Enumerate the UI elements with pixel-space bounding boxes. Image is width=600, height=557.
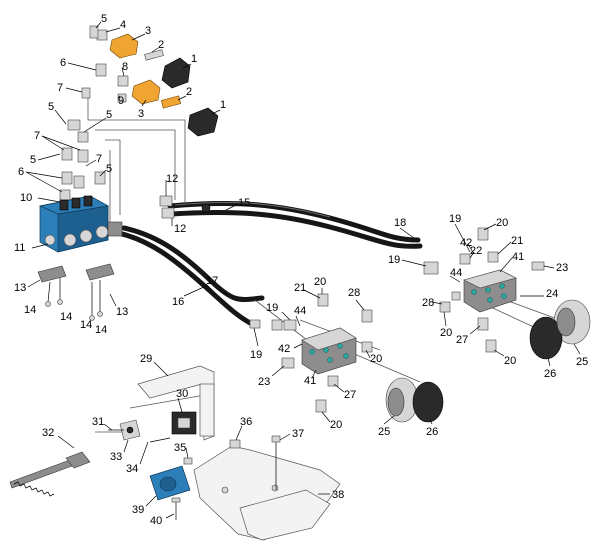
accumulators-right <box>529 299 591 360</box>
callout-35: 35 <box>174 442 186 454</box>
callout-19d: 19 <box>250 349 262 361</box>
pedal-arm-32 <box>9 451 91 497</box>
callout-37: 37 <box>292 428 304 440</box>
clamp-30 <box>171 411 197 435</box>
callout-15: 15 <box>238 197 250 209</box>
callout-16: 16 <box>172 296 184 308</box>
callout-33: 33 <box>110 451 122 463</box>
bracket-29 <box>137 365 215 441</box>
fittings-right-manifold <box>423 227 545 353</box>
callout-39: 39 <box>132 504 144 516</box>
callout-26b: 26 <box>426 426 438 438</box>
callout-13a: 13 <box>14 282 26 294</box>
callout-7c: 7 <box>96 153 102 165</box>
callout-24: 24 <box>546 288 558 300</box>
callout-14c: 14 <box>80 319 92 331</box>
callouts: 1 1 2 2 3 3 4 5 5 5 5 5 6 6 7 <box>14 13 588 527</box>
callout-6b: 6 <box>18 166 24 178</box>
clamp-33 <box>119 419 141 441</box>
manifold-block-left <box>301 327 357 375</box>
callout-20f: 20 <box>504 355 516 367</box>
callout-3b: 3 <box>138 108 144 120</box>
callout-26a: 26 <box>544 368 556 380</box>
callout-27b: 27 <box>344 389 356 401</box>
callout-28b: 28 <box>348 287 360 299</box>
clamp-39 <box>149 465 191 501</box>
callout-20d: 20 <box>330 419 342 431</box>
callout-4: 4 <box>120 19 126 31</box>
callout-7b: 7 <box>34 130 40 142</box>
hose-16-17 <box>115 225 265 327</box>
fittings-left-manifold <box>249 293 373 413</box>
callout-5d: 5 <box>30 154 36 166</box>
callout-6a: 6 <box>60 57 66 69</box>
callout-32: 32 <box>42 427 54 439</box>
callout-19a: 19 <box>449 213 461 225</box>
callout-12a: 12 <box>166 173 178 185</box>
callout-20e: 20 <box>440 327 452 339</box>
callout-2b: 2 <box>186 86 192 98</box>
callout-11: 11 <box>14 242 25 254</box>
base-plate-38 <box>193 445 341 541</box>
callout-42b: 42 <box>278 343 290 355</box>
callout-27a: 27 <box>456 334 468 346</box>
callout-40: 40 <box>150 515 162 527</box>
callout-20b: 20 <box>314 276 326 288</box>
callout-21b: 21 <box>294 282 306 294</box>
callout-28a: 28 <box>422 297 434 309</box>
callout-21a: 21 <box>511 235 523 247</box>
mounting-feet-13 <box>37 263 115 321</box>
callout-14b: 14 <box>60 311 72 323</box>
callout-17: 17 <box>206 275 218 287</box>
fittings-upper-left <box>59 63 107 201</box>
manifold-block-right <box>463 269 517 313</box>
callout-5b: 5 <box>48 101 54 113</box>
callout-10: 10 <box>20 192 32 204</box>
callout-1a: 1 <box>191 53 197 65</box>
callout-3a: 3 <box>145 25 151 37</box>
adapter-fittings-12 <box>159 195 211 219</box>
callout-2a: 2 <box>158 39 164 51</box>
callout-14a: 14 <box>24 304 36 316</box>
callout-20c: 20 <box>370 353 382 365</box>
bolts-bottom <box>108 429 281 520</box>
callout-19b: 19 <box>388 254 400 266</box>
callout-36: 36 <box>240 416 252 428</box>
accumulators-left <box>385 377 444 423</box>
callout-20a: 20 <box>496 217 508 229</box>
callout-23b: 23 <box>258 376 270 388</box>
callout-41b: 41 <box>304 375 316 387</box>
callout-30: 30 <box>176 388 188 400</box>
callout-25b: 25 <box>378 426 390 438</box>
hose-15 <box>167 200 423 249</box>
callout-44b: 44 <box>294 305 306 317</box>
callout-9: 9 <box>118 95 124 107</box>
callout-42a: 42 <box>460 237 472 249</box>
callout-5c: 5 <box>106 109 112 121</box>
callout-5e: 5 <box>106 163 112 175</box>
callout-41a: 41 <box>512 251 524 263</box>
callout-14d: 14 <box>95 324 107 336</box>
callout-13b: 13 <box>116 306 128 318</box>
callout-1b: 1 <box>220 99 226 111</box>
callout-29: 29 <box>140 353 152 365</box>
callout-25a: 25 <box>576 356 588 368</box>
callout-7a: 7 <box>57 82 63 94</box>
callout-23a: 23 <box>556 262 568 274</box>
callout-8: 8 <box>122 61 128 73</box>
callout-34: 34 <box>126 463 138 475</box>
callout-12b: 12 <box>174 223 186 235</box>
callout-22: 22 <box>470 245 482 257</box>
control-valve-bank <box>38 195 123 253</box>
solenoid-valve-upper <box>89 25 191 89</box>
callout-44a: 44 <box>450 267 462 279</box>
callout-5a: 5 <box>101 13 107 25</box>
callout-31: 31 <box>92 416 104 428</box>
callout-38: 38 <box>332 489 344 501</box>
callout-19c: 19 <box>266 302 278 314</box>
callout-18: 18 <box>394 217 406 229</box>
solenoid-valve-lower <box>117 75 219 137</box>
